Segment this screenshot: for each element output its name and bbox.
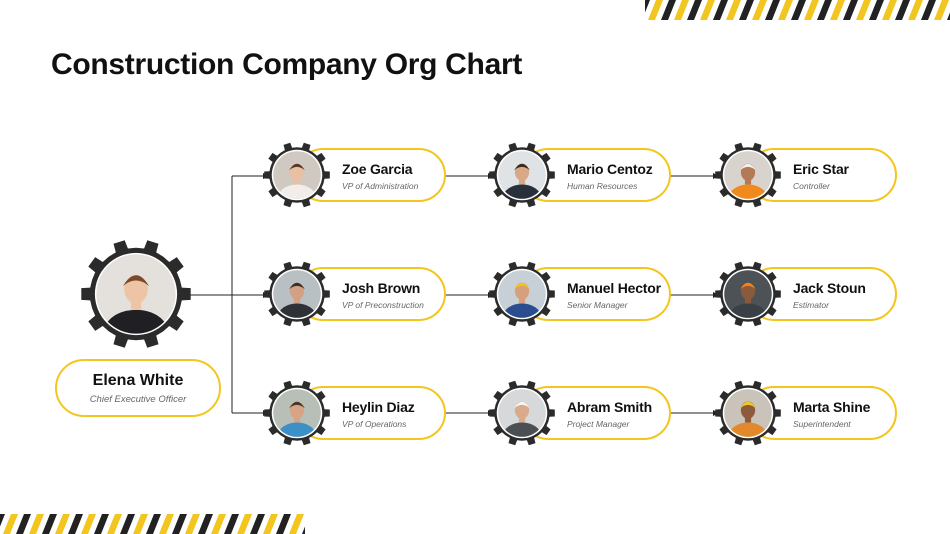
person-role: Estimator: [793, 300, 829, 310]
person-name: Mario Centoz: [567, 161, 653, 177]
person-role: Human Resources: [567, 181, 638, 191]
person-avatar: [489, 142, 555, 208]
person-name: Zoe Garcia: [342, 161, 413, 177]
person-role: Project Manager: [567, 419, 630, 429]
ceo-avatar: [81, 239, 191, 349]
person-name: Jack Stoun: [793, 280, 866, 296]
person-role: Superintendent: [793, 419, 851, 429]
person-avatar: [715, 261, 781, 327]
page-title: Construction Company Org Chart: [51, 48, 523, 81]
person-name: Marta Shine: [793, 399, 871, 415]
person-role: VP of Administration: [342, 181, 419, 191]
hazard-stripes-top: [645, 0, 950, 20]
person-avatar: [264, 380, 330, 446]
person-name: Josh Brown: [342, 280, 421, 296]
person-role: Senior Manager: [567, 300, 628, 310]
person-name: Eric Star: [793, 161, 849, 177]
person-avatar: [715, 142, 781, 208]
person-role: VP of Preconstruction: [342, 300, 424, 310]
ceo-name: Elena White: [92, 372, 184, 389]
ceo-card: Elena White Chief Executive Officer: [55, 359, 221, 417]
person-role: VP of Operations: [342, 419, 407, 429]
person-name: Manuel Hector: [567, 280, 661, 296]
ceo-role: Chief Executive Officer: [89, 394, 187, 405]
person-role: Controller: [793, 181, 830, 191]
person-avatar: [264, 261, 330, 327]
person-avatar: [489, 380, 555, 446]
person-name: Abram Smith: [567, 399, 652, 415]
person-avatar: [715, 380, 781, 446]
hazard-stripes-bottom: [0, 514, 305, 534]
person-avatar: [264, 142, 330, 208]
person-name: Heylin Diaz: [342, 399, 415, 415]
person-avatar: [489, 261, 555, 327]
